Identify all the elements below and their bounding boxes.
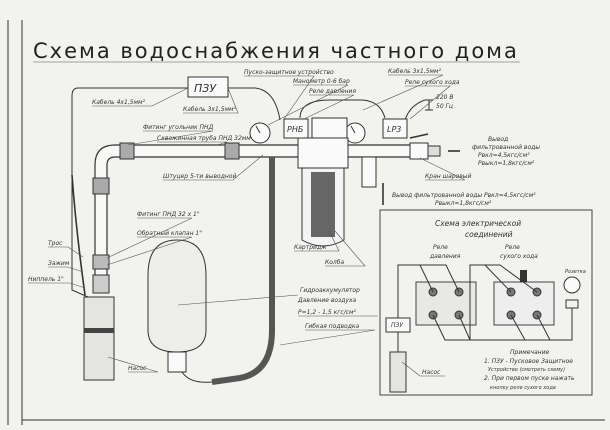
lp3-label: LP3 <box>387 125 401 134</box>
label-ball-valve: Кран шаровый <box>425 173 471 180</box>
filter-cap <box>297 137 349 169</box>
cable-power <box>404 99 426 121</box>
label-cable-4x: Кабель 4х1,5мм² <box>92 99 146 106</box>
label-outlet-b: Рвыкл=1,8кгс/см² <box>435 200 492 207</box>
label-clamp: Зажим <box>48 260 70 267</box>
label-pzu-full: Пуско-защитное устройство <box>244 69 334 76</box>
label-dry-relay: Реле сухого хода <box>405 79 460 86</box>
electrical-scheme: Схема электрической соединений Реле давл… <box>379 209 593 396</box>
label-rope: Трос <box>48 240 63 247</box>
label-accumulator: Давление воздуха <box>297 297 356 304</box>
pump-small <box>389 351 407 393</box>
vertical-fitting <box>92 177 110 195</box>
label-relay-pressure: давления <box>429 253 461 260</box>
label-pump-small: Насос <box>422 369 441 376</box>
plug-icon <box>470 299 579 341</box>
electric-title: Схема электрической <box>435 219 521 228</box>
note-text: 2. При первом пуске нажать <box>484 375 575 382</box>
relay-dry-block <box>493 281 555 326</box>
labels: Кабель 4х1,5мм² Кабель 3х1,5мм² Пуско-за… <box>28 68 540 373</box>
label-pump: Насос <box>128 365 147 372</box>
label-socket: Розетка <box>565 269 586 275</box>
label-fitting-pnd: Фитинг ПНД 32 х 1" <box>137 211 200 218</box>
side-outlet <box>361 156 377 188</box>
label-voltage: 220 В <box>436 94 453 101</box>
label-cable-3x-b: Кабель 3х1,5мм² <box>388 68 442 75</box>
ball-valve <box>409 142 429 160</box>
label-cartridge: Картридж <box>294 244 327 251</box>
rnb-label: РНБ <box>287 125 304 134</box>
label-outlet: Рвкл=4,5кгс/см² <box>478 152 530 159</box>
label-nipple: Ниппель 1" <box>28 276 64 283</box>
elbow-fitting <box>119 142 135 160</box>
dry-run-relay <box>382 118 408 139</box>
check-valve <box>92 254 110 270</box>
pzu-label: ПЗУ <box>194 82 217 95</box>
accumulator-tank <box>147 239 207 353</box>
socket-icon <box>563 276 581 294</box>
label-outlet: фильтрованной воды <box>472 144 540 151</box>
label-fitting-5: Штуцер 5-ти выводной <box>163 173 236 180</box>
label-pressure-relay: Реле давления <box>309 88 356 95</box>
relay-button <box>520 270 527 282</box>
label-outlet: Вывод <box>488 136 508 143</box>
label-fitting-elbow: Фитинг угольник ПНД <box>143 124 214 131</box>
flexible-hose <box>211 157 275 385</box>
pzu-box <box>187 76 229 98</box>
electrical-frame <box>379 209 593 396</box>
cable-relay <box>228 87 281 121</box>
nipple <box>92 274 110 294</box>
electric-title: соединений <box>465 230 513 239</box>
label-accumulator: Р=1,2 - 1,5 кгс/см² <box>298 309 357 316</box>
label-flask: Колба <box>325 259 344 266</box>
relay-pressure-block <box>415 281 477 326</box>
label-outlet: Рвыкл=1,8кгс/см² <box>478 160 535 167</box>
note-text: 1. ПЗУ - Пусковое Защитное <box>484 358 573 365</box>
label-relay-dry: Реле <box>505 244 520 251</box>
diagram-title: Схема водоснабжения частного дома <box>33 39 519 63</box>
label-frequency: 50 Гц <box>436 103 453 110</box>
label-check-valve: Обратный клапан 1" <box>137 230 202 237</box>
rope <box>71 174 86 296</box>
label-hose: Гибкая подводка <box>305 323 359 330</box>
label-pzu: ПЗУ <box>391 322 403 329</box>
filter-cartridge <box>311 172 335 237</box>
label-outlet-b: Вывод фильтрованной воды Рвкл=4,5кгс/см² <box>392 192 536 199</box>
plug-icon <box>425 99 433 111</box>
label-cable-3x: Кабель 3х1,5мм² <box>183 106 237 113</box>
note-text: Устройство (смотреть схему) <box>488 367 565 373</box>
note-title: Примечание <box>510 349 549 356</box>
filter-head <box>311 117 348 139</box>
pipe-fitting <box>224 142 240 160</box>
note-text: кнопку реле сухого хода <box>490 385 556 391</box>
cable-relay-link <box>299 99 386 119</box>
cable-pump <box>71 87 188 298</box>
label-well-pipe: Скважинная труба ПНД 32мм <box>157 135 251 142</box>
label-relay-dry: сухого хода <box>500 253 538 260</box>
tank-outlet <box>167 351 187 373</box>
label-accumulator: Гидроаккумулятор <box>300 287 360 294</box>
pressure-relay <box>283 118 309 139</box>
pump <box>83 296 115 381</box>
label-manometer: Манометр 0-6 бар <box>293 78 350 85</box>
pump-band <box>84 328 114 333</box>
label-relay-pressure: Реле <box>433 244 448 251</box>
